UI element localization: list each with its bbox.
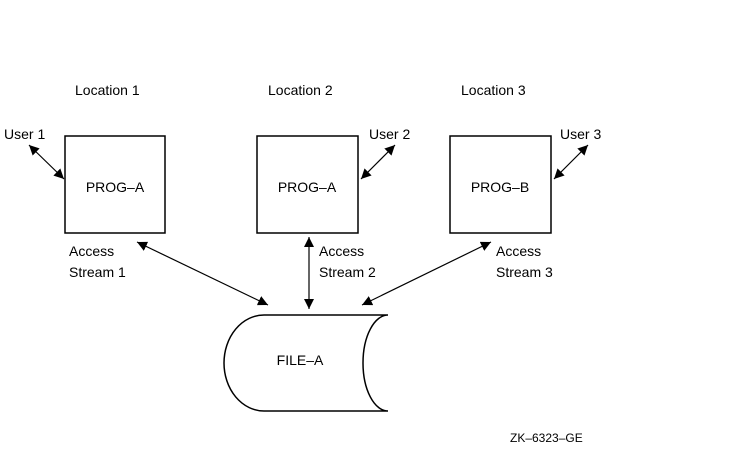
user-2-label: User 2	[369, 126, 410, 142]
user-3-connector	[553, 144, 589, 180]
file-a-outline	[223, 314, 389, 412]
user-3-label: User 3	[560, 126, 601, 142]
user-2-connector	[360, 144, 396, 180]
access-stream-1-connector	[136, 241, 269, 306]
access-stream-1-line2: Stream 1	[69, 264, 126, 280]
program-box-1-label: PROG–A	[86, 179, 145, 195]
location-2-title: Location 2	[268, 82, 333, 98]
program-box-2: PROG–A	[256, 135, 359, 234]
user-1-label: User 1	[4, 126, 45, 142]
program-box-3: PROG–B	[449, 135, 552, 234]
program-box-1-frame	[64, 135, 166, 234]
access-stream-2-line1: Access	[319, 243, 364, 259]
access-stream-3-line2: Stream 3	[496, 264, 553, 280]
location-1-title: Location 1	[75, 82, 140, 98]
program-box-3-label: PROG–B	[471, 179, 529, 195]
access-stream-1-line1: Access	[69, 243, 114, 259]
access-stream-3-connector	[361, 241, 492, 306]
program-box-3-frame	[449, 135, 552, 234]
file-a-shape: FILE–A	[223, 314, 389, 412]
program-box-2-frame	[256, 135, 359, 234]
user-1-connector	[28, 144, 65, 180]
access-stream-2-line2: Stream 2	[319, 264, 376, 280]
file-a-label: FILE–A	[277, 352, 324, 368]
figure-id: ZK–6323–GE	[510, 431, 583, 445]
location-3-title: Location 3	[461, 82, 526, 98]
program-box-2-label: PROG–A	[278, 179, 337, 195]
access-stream-3-line1: Access	[496, 243, 541, 259]
program-box-1: PROG–A	[64, 135, 166, 234]
